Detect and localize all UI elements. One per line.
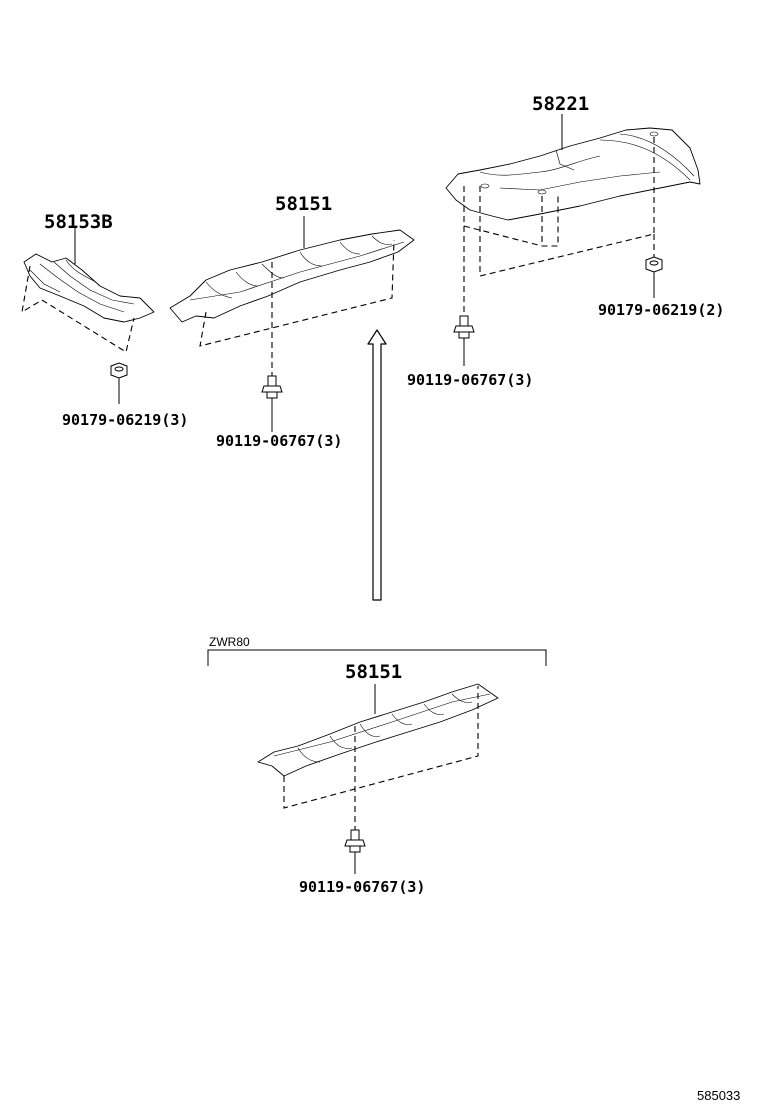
part-number-bolt-right: 90119-06767(3) (407, 371, 533, 389)
part-number-nut-left: 90179-06219(3) (62, 411, 188, 429)
flange-bolt-icon (453, 315, 475, 366)
part-number-58153b: 58153B (44, 211, 113, 233)
flange-nut-icon (110, 362, 128, 404)
part-number-nut-right: 90179-06219(2) (598, 301, 724, 319)
part-number-58151-top: 58151 (275, 193, 332, 215)
part-58151-heat-insulator-upper (169, 216, 415, 380)
variant-label: ZWR80 (209, 635, 250, 649)
figure-number: 585033 (697, 1088, 740, 1103)
part-number-58151-bottom: 58151 (345, 661, 402, 683)
part-number-bolt-bottom: 90119-06767(3) (299, 878, 425, 896)
flange-bolt-icon (261, 375, 283, 432)
flange-bolt-icon (344, 829, 366, 874)
part-number-bolt-mid: 90119-06767(3) (216, 432, 342, 450)
part-number-58221: 58221 (532, 93, 589, 115)
flange-nut-icon (645, 256, 663, 298)
variant-bracket (207, 649, 547, 666)
part-58221-heat-insulator-main (445, 114, 701, 320)
part-58153b-heat-insulator (21, 228, 155, 353)
part-58151-heat-insulator-lower (257, 683, 499, 836)
up-arrow-icon (367, 329, 387, 601)
